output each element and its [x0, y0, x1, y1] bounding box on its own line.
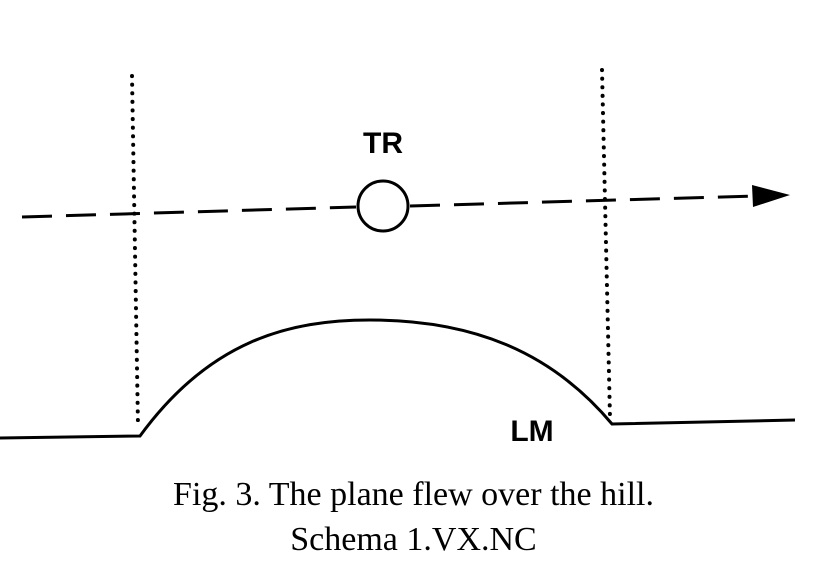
figure-caption-title: Fig. 3. The plane flew over the hill. — [173, 476, 654, 513]
trajectory-path-left — [21, 205, 357, 219]
diagram-figure: TR LM — [0, 68, 796, 448]
trajector-circle — [356, 179, 410, 233]
left-dotted-boundary — [130, 74, 140, 428]
landmark-hill-curve — [0, 318, 796, 440]
trajector-label: TR — [363, 127, 403, 160]
trajectory-arrowhead — [752, 185, 790, 207]
right-dotted-boundary — [600, 68, 612, 420]
landmark-label: LM — [510, 415, 553, 448]
trajectory-path-right — [409, 194, 756, 208]
figure-caption-schema: Schema 1.VX.NC — [290, 521, 537, 558]
